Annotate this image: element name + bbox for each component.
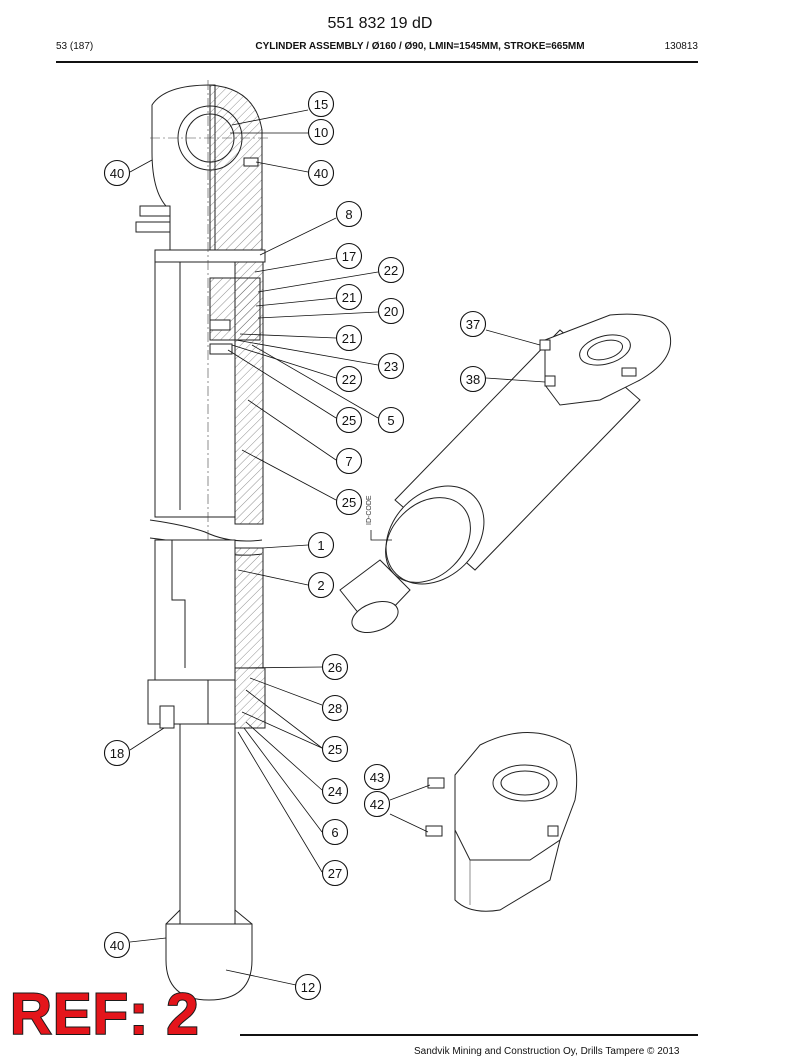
svg-text:37: 37	[466, 317, 480, 332]
callout-24: 24	[321, 777, 349, 805]
svg-text:38: 38	[466, 372, 480, 387]
callout-7: 7	[335, 447, 363, 475]
callout-40: 40	[307, 159, 335, 187]
page-count: 53 (187)	[56, 41, 94, 52]
svg-text:25: 25	[328, 742, 342, 757]
svg-text:25: 25	[342, 495, 356, 510]
callout-20: 20	[377, 297, 405, 325]
callout-25: 25	[335, 406, 363, 434]
svg-text:40: 40	[314, 166, 328, 181]
callout-42: 42	[363, 790, 391, 818]
svg-text:15: 15	[314, 97, 328, 112]
svg-text:21: 21	[342, 290, 356, 305]
ref-stamp: REF: 2	[9, 982, 200, 1047]
svg-text:24: 24	[328, 784, 342, 799]
svg-text:2: 2	[317, 578, 324, 593]
callout-15: 15	[307, 90, 335, 118]
callout-40: 40	[103, 931, 131, 959]
isometric-cylinder-view: ID-CODE	[339, 313, 672, 634]
callout-40: 40	[103, 159, 131, 187]
callout-28: 28	[321, 694, 349, 722]
svg-text:40: 40	[110, 166, 124, 181]
svg-text:8: 8	[345, 207, 352, 222]
callout-6: 6	[321, 818, 349, 846]
callout-21: 21	[335, 324, 363, 352]
svg-text:22: 22	[342, 372, 356, 387]
callout-26: 26	[321, 653, 349, 681]
header-rule	[56, 61, 698, 63]
callout-1: 1	[307, 531, 335, 559]
document-date: 130813	[664, 41, 698, 52]
svg-text:25: 25	[342, 413, 356, 428]
callout-12: 12	[294, 973, 322, 1001]
callout-25: 25	[335, 488, 363, 516]
callout-8: 8	[335, 200, 363, 228]
callout-27: 27	[321, 859, 349, 887]
svg-text:5: 5	[387, 413, 394, 428]
svg-text:40: 40	[110, 938, 124, 953]
leader-lines	[129, 109, 546, 986]
svg-text:17: 17	[342, 249, 356, 264]
svg-text:43: 43	[370, 770, 384, 785]
callout-2: 2	[307, 571, 335, 599]
svg-text:7: 7	[345, 454, 352, 469]
footer-copyright: Sandvik Mining and Construction Oy, Dril…	[414, 1046, 680, 1057]
svg-text:28: 28	[328, 701, 342, 716]
callout-balloons: 15 10 40 40 8 17 22 21 20 21 23 22 25 5 …	[103, 90, 487, 1001]
id-code-label: ID-CODE	[366, 495, 373, 525]
svg-text:26: 26	[328, 660, 342, 675]
callout-23: 23	[377, 352, 405, 380]
svg-text:1: 1	[317, 538, 324, 553]
document-title: CYLINDER ASSEMBLY / Ø160 / Ø90, LMIN=154…	[255, 41, 585, 52]
svg-text:20: 20	[384, 304, 398, 319]
callout-25: 25	[321, 735, 349, 763]
callout-43: 43	[363, 763, 391, 791]
svg-text:42: 42	[370, 797, 384, 812]
svg-text:18: 18	[110, 746, 124, 761]
footer-rule	[240, 1034, 698, 1036]
callout-21: 21	[335, 283, 363, 311]
callout-22: 22	[377, 256, 405, 284]
svg-text:6: 6	[331, 825, 338, 840]
svg-text:23: 23	[384, 359, 398, 374]
svg-text:10: 10	[314, 125, 328, 140]
svg-text:22: 22	[384, 263, 398, 278]
callout-18: 18	[103, 739, 131, 767]
eye-head-detail-view	[425, 732, 578, 912]
callout-38: 38	[459, 365, 487, 393]
callout-17: 17	[335, 242, 363, 270]
svg-text:21: 21	[342, 331, 356, 346]
document-number: 551 832 19 dD	[327, 15, 433, 32]
callout-22: 22	[335, 365, 363, 393]
callout-37: 37	[459, 310, 487, 338]
callout-5: 5	[377, 406, 405, 434]
cylinder-section-view	[135, 80, 270, 1001]
svg-text:27: 27	[328, 866, 342, 881]
svg-text:12: 12	[301, 980, 315, 995]
callout-10: 10	[307, 118, 335, 146]
